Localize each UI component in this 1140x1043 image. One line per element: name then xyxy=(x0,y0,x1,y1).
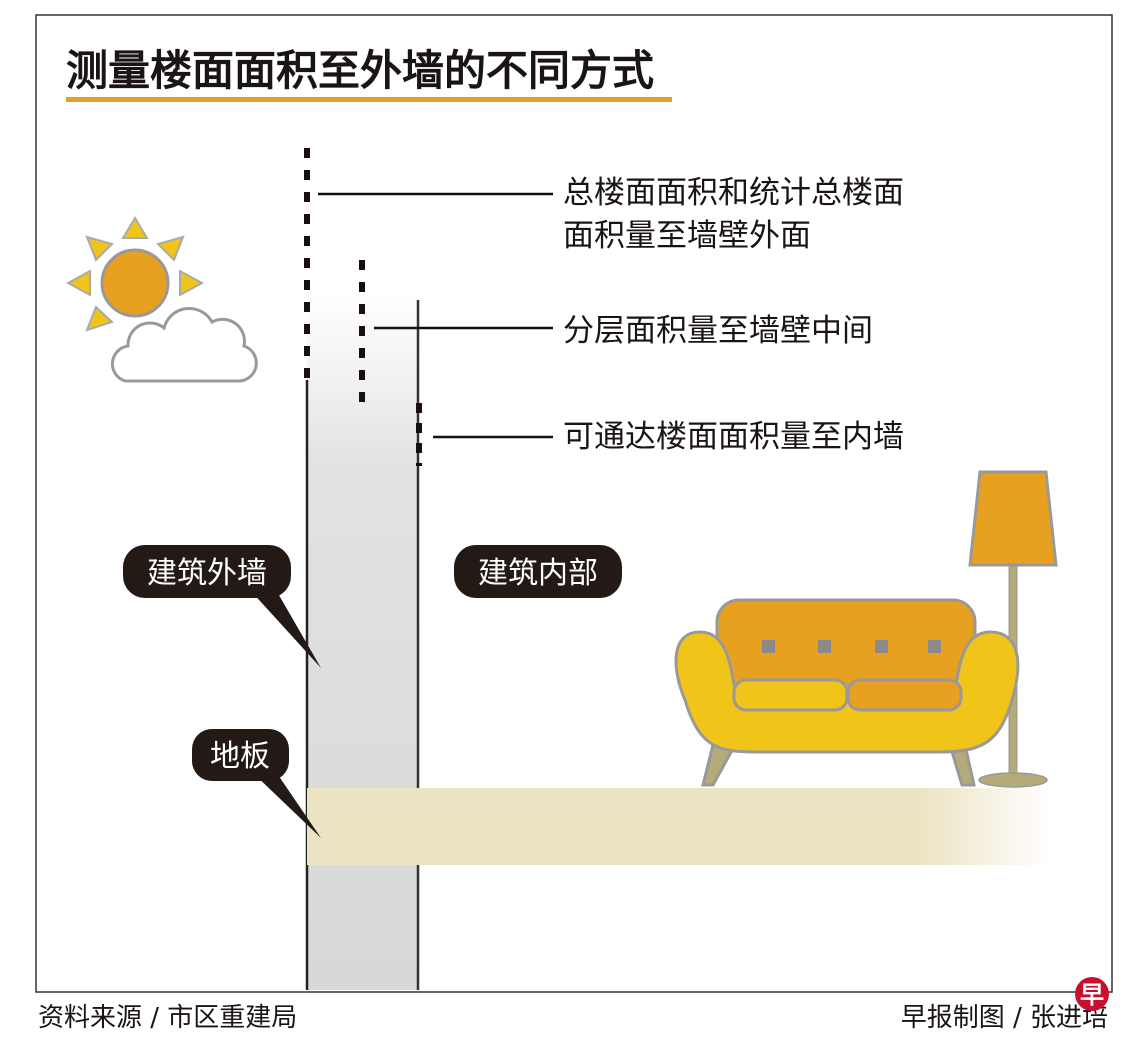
annotation-gross-area-line1: 总楼面面积和统计总楼面 xyxy=(563,175,904,211)
cloud-icon xyxy=(110,306,258,383)
svg-text:早: 早 xyxy=(1080,981,1104,1009)
sofa-icon xyxy=(674,598,1020,787)
annotation-strata-area: 分层面积量至墙壁中间 xyxy=(563,313,873,349)
source-credit: 资料来源 / 市区重建局 xyxy=(38,1003,297,1033)
zaobao-logo: 早 xyxy=(1075,977,1109,1011)
label-interior: 建筑内部 xyxy=(454,545,622,598)
title: 测量楼面面积至外墙的不同方式 xyxy=(66,46,654,95)
graphic-credit: 早报制图 / 张进培 xyxy=(901,1003,1108,1033)
label-floor: 地板 xyxy=(192,729,321,838)
title-underline xyxy=(66,97,672,102)
label-exterior-wall-text: 建筑外墙 xyxy=(147,556,267,591)
frame xyxy=(35,14,1113,993)
floor-slab xyxy=(307,788,1052,865)
label-floor-text: 地板 xyxy=(210,739,270,774)
annotation-gross-area-line2: 面积量至墙壁外面 xyxy=(563,218,811,254)
label-interior-text: 建筑内部 xyxy=(478,556,598,591)
label-exterior-wall: 建筑外墙 xyxy=(123,545,321,668)
exterior-wall xyxy=(307,290,418,990)
sun-icon xyxy=(65,216,205,332)
annotation-accessible-area: 可通达楼面面积量至内墙 xyxy=(563,419,904,455)
